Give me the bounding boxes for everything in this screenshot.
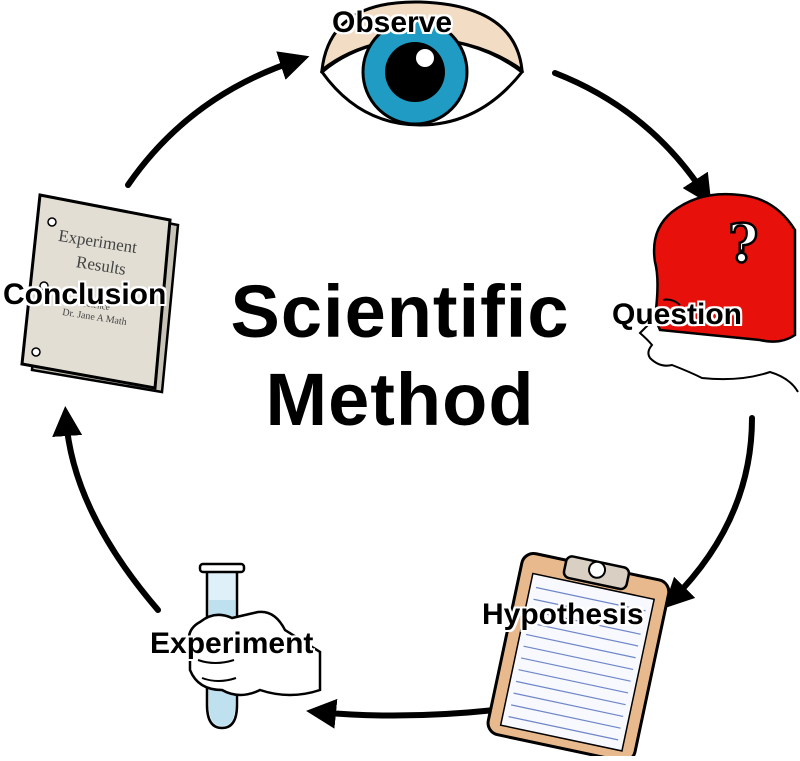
arrow-observe-to-question	[552, 70, 712, 206]
step-label-question: Question	[612, 298, 743, 331]
book-hole	[39, 281, 49, 291]
clipboard-paper	[499, 572, 656, 752]
book-cover	[20, 193, 172, 390]
test-tube-rim	[198, 562, 246, 574]
arrow-experiment-to-conclusion	[52, 406, 161, 613]
arrow-question-to-hypothesis	[663, 415, 755, 609]
book-icon	[20, 193, 180, 394]
clipboard-clip-hole	[588, 560, 607, 579]
eye-highlight	[416, 49, 434, 67]
diagram-title: Scientific Method	[200, 268, 600, 444]
clipboard-icon	[486, 551, 671, 761]
head-question-icon: ?	[638, 192, 799, 393]
cycle-arrows	[52, 51, 755, 729]
title-line-1: Scientific	[230, 270, 570, 353]
step-label-conclusion: Conclusion	[3, 278, 167, 311]
book-hole	[47, 217, 57, 227]
head-hair	[652, 192, 797, 343]
face-profile	[638, 317, 799, 393]
arrow-conclusion-to-observe	[125, 51, 310, 188]
eye-pupil	[385, 42, 445, 102]
eye-icon	[319, 0, 525, 127]
hand-fingers	[197, 639, 237, 682]
clipboard-lines	[508, 586, 646, 741]
hand	[187, 610, 322, 697]
book-hole	[31, 347, 41, 357]
question-mark: ?	[728, 214, 758, 275]
title-line-2: Method	[265, 358, 535, 441]
step-label-experiment: Experiment	[150, 627, 314, 660]
step-label-observe: Observe	[332, 6, 453, 39]
test-tube-icon	[187, 562, 322, 730]
step-label-hypothesis: Hypothesis	[482, 598, 644, 631]
face-eye	[662, 298, 681, 306]
arrow-hypothesis-to-experiment	[306, 698, 498, 729]
